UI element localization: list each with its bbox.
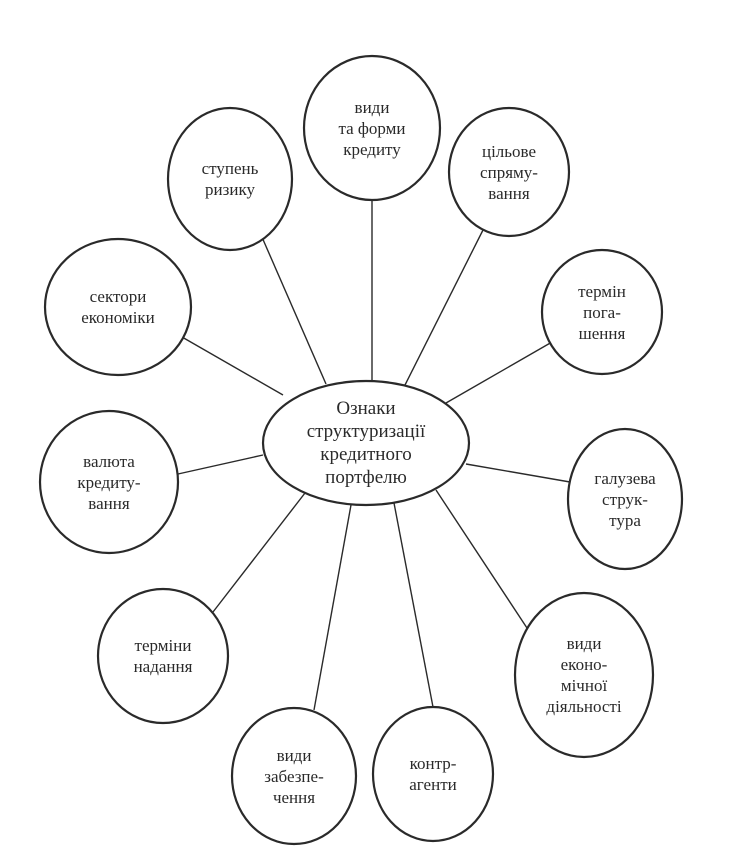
node-ellipses xyxy=(38,54,684,846)
node-ellipse-6 xyxy=(371,705,495,843)
node-label-4: галузева струк- тура xyxy=(594,468,656,530)
connector-line-6 xyxy=(393,502,434,708)
node-ellipse-10 xyxy=(43,237,193,377)
node-ellipse-8 xyxy=(96,587,230,725)
connector-line-2 xyxy=(404,229,484,386)
node-ellipse-7 xyxy=(230,706,358,846)
center-node-ellipse xyxy=(261,379,471,507)
node-ellipse-3 xyxy=(540,248,664,376)
connector-line-7 xyxy=(313,504,352,711)
node-label-10: сектори економіки xyxy=(81,287,155,327)
connector-line-11 xyxy=(257,227,327,385)
node-ellipse-2 xyxy=(447,106,571,238)
connector-line-10 xyxy=(181,336,284,396)
connector-line-3 xyxy=(445,341,553,404)
node-label-6: контр- агенти xyxy=(409,754,457,794)
connector-line-4 xyxy=(465,463,571,483)
connector-line-5 xyxy=(435,489,528,629)
node-label-1: види та форми кредиту xyxy=(338,97,406,159)
node-label-8: терміни надання xyxy=(133,636,193,676)
node-ellipse-11 xyxy=(166,106,294,252)
node-ellipse-1 xyxy=(302,54,442,202)
connector-line-8 xyxy=(212,492,306,613)
node-label-7: види забезпе- чення xyxy=(264,745,324,807)
node-ellipse-4 xyxy=(566,427,684,571)
node-label-5: види еконо- мічної діяльності xyxy=(546,634,622,716)
node-label-2: цільове спряму- вання xyxy=(480,141,538,203)
center-node-label: Ознаки структуризації кредитного портфел… xyxy=(306,398,426,488)
node-label-3: термін пога- шення xyxy=(578,281,626,343)
node-ellipse-5 xyxy=(513,591,655,759)
node-label-9: валюта кредиту- вання xyxy=(77,451,141,513)
connector-lines xyxy=(177,200,571,711)
node-label-11: ступень ризику xyxy=(201,159,259,199)
connector-line-9 xyxy=(177,454,264,475)
node-ellipse-9 xyxy=(38,409,180,555)
